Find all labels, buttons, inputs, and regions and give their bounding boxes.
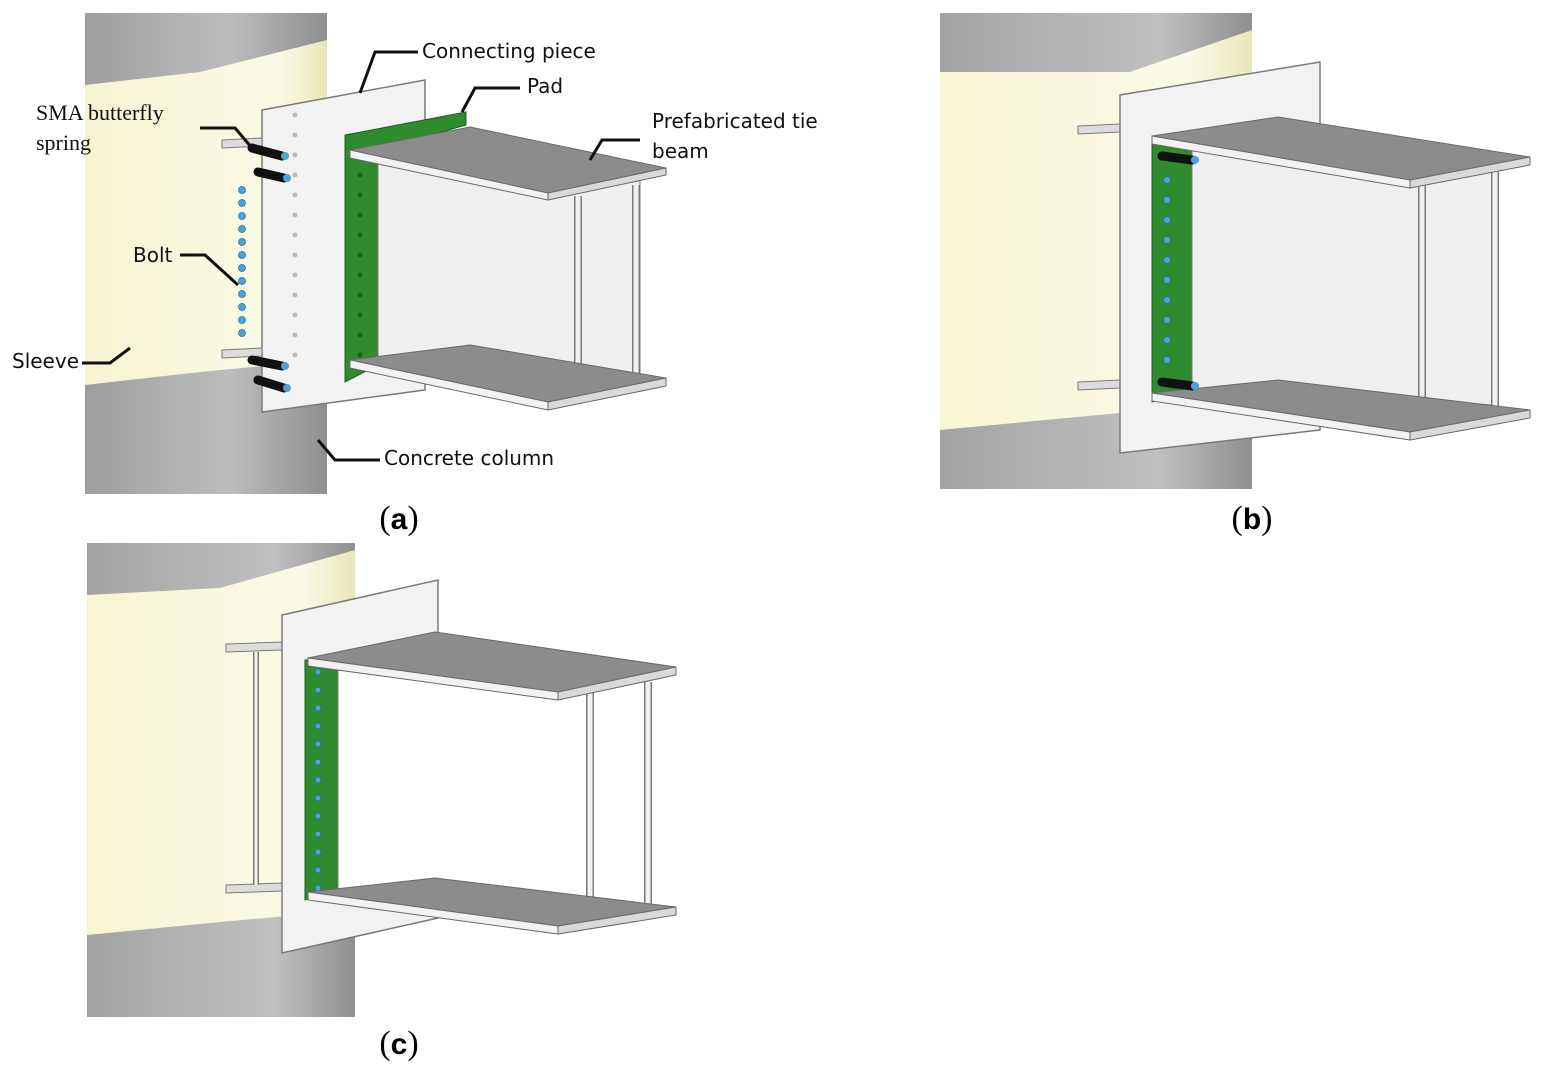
sma-springs (247, 143, 289, 393)
label-tie-beam-1: Prefabricated tie (652, 109, 818, 133)
panel-b-drawing (940, 13, 1531, 489)
plate-holes (292, 112, 298, 358)
leader-lines (82, 50, 640, 462)
caption-a: (a) (379, 500, 419, 537)
label-sma-2: spring (36, 130, 91, 155)
bolts (314, 668, 322, 892)
panel-c-drawing (87, 543, 677, 1017)
panel-a-drawing (82, 13, 667, 494)
panel-a: Connecting piece Pad Prefabricated tie b… (0, 0, 900, 540)
tie-beam-web (337, 669, 649, 916)
tie-beam-web (1191, 149, 1496, 406)
pad (304, 657, 339, 901)
sma-springs (1157, 151, 1197, 391)
bolts (238, 186, 246, 337)
label-concrete-column: Concrete column (384, 446, 555, 470)
caption-b: (b) (1231, 500, 1273, 537)
bolts (1163, 176, 1171, 364)
label-sma-1: SMA butterfly (36, 100, 164, 125)
caption-c: (c) (379, 1025, 419, 1062)
label-sleeve: Sleeve (12, 349, 80, 373)
label-pad: Pad (527, 74, 564, 98)
label-bolt: Bolt (133, 243, 173, 267)
panel-b (930, 0, 1550, 500)
label-tie-beam-2: beam (652, 139, 709, 163)
pad (1151, 137, 1193, 403)
label-connecting-piece: Connecting piece (422, 39, 596, 63)
panel-c (0, 540, 700, 1020)
